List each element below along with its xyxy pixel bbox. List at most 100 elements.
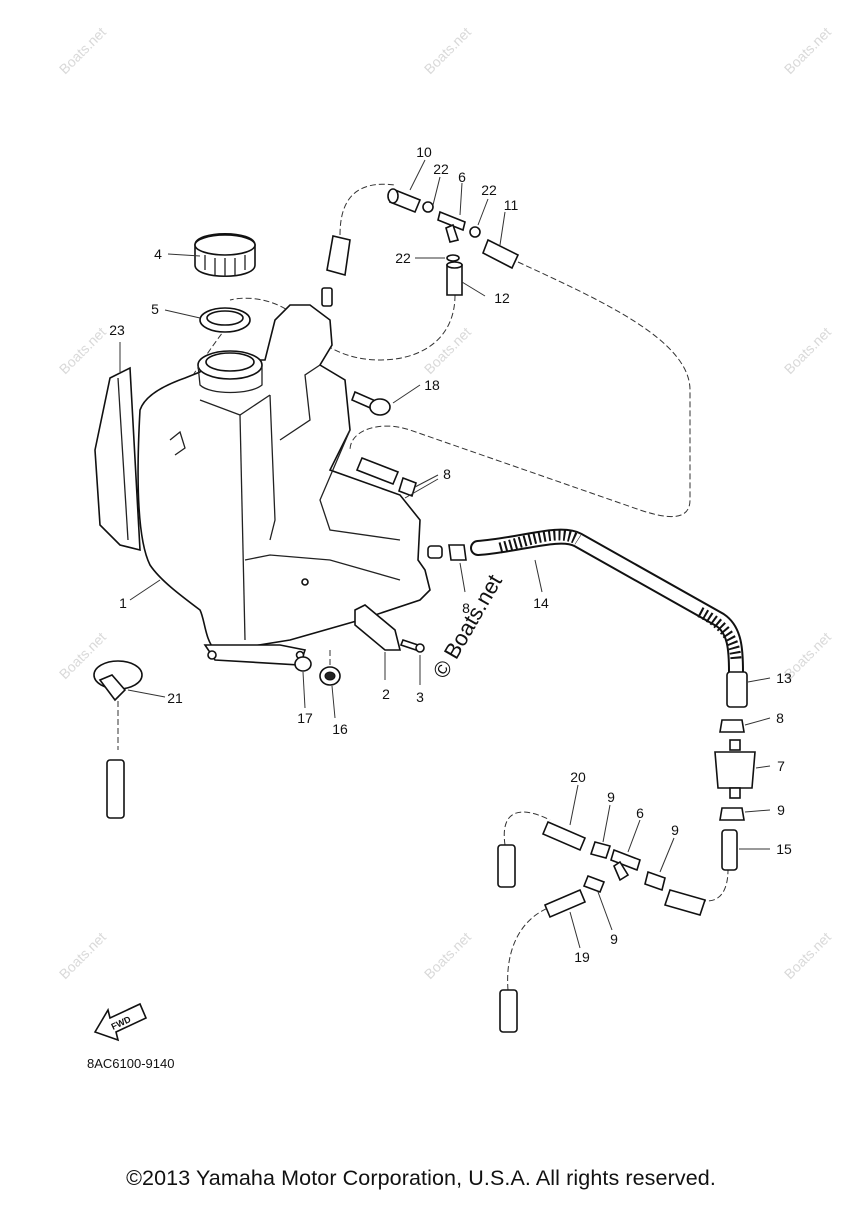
watermark: Boats.net — [781, 929, 834, 982]
heat-shield-edge — [117, 377, 129, 541]
tank-outlet — [427, 545, 443, 559]
hose-ribs — [498, 529, 582, 554]
watermark: Boats.net — [56, 929, 109, 982]
part-label: 7 — [777, 758, 785, 774]
clamp-8 — [398, 476, 417, 498]
fuel-hose — [663, 889, 707, 916]
tee-fitting-6 — [610, 848, 641, 872]
part-label: 23 — [109, 322, 125, 338]
clamp-8 — [448, 544, 467, 561]
part-label: 8 — [776, 710, 784, 726]
fuel-tank — [137, 287, 443, 666]
part-label: 18 — [424, 377, 440, 393]
part-label: 1 — [119, 595, 127, 611]
vent-hose — [326, 235, 351, 277]
part-label: 22 — [395, 250, 411, 266]
part-label: 5 — [151, 301, 159, 317]
copyright-notice: ©2013 Yamaha Motor Corporation, U.S.A. A… — [126, 1166, 716, 1190]
vent-line — [507, 907, 549, 991]
hose-piece — [106, 759, 125, 819]
part-label: 22 — [481, 182, 497, 198]
watermark: Boats.net — [56, 324, 109, 377]
watermark: Boats.net — [421, 324, 474, 377]
tank-edge — [279, 364, 321, 441]
part-label: 9 — [610, 931, 618, 947]
vent-line — [229, 297, 301, 321]
drawing-code: 8AC6100-9140 — [87, 1056, 175, 1071]
clamp-9 — [644, 870, 666, 892]
mounting-lug — [203, 644, 307, 666]
part-labels: 10 22 6 22 11 22 12 4 5 23 18 8 1 8 14 2… — [109, 144, 792, 965]
hose-11 — [481, 238, 520, 270]
clip-22 — [446, 254, 460, 262]
part-label: 20 — [570, 769, 586, 785]
part-label: 4 — [154, 246, 162, 262]
heat-shield — [94, 366, 141, 552]
vent-line — [699, 869, 729, 902]
part-label: 6 — [458, 169, 466, 185]
part-label: 2 — [382, 686, 390, 702]
tee-fitting-6 — [437, 210, 466, 232]
cap-gasket-inner — [206, 310, 244, 326]
part-label: 3 — [416, 689, 424, 705]
part-label: 22 — [433, 161, 449, 177]
cap-grip — [204, 255, 246, 277]
hose-13 — [726, 671, 748, 708]
part-label: 6 — [636, 805, 644, 821]
bolt-18 — [350, 390, 391, 416]
tank-edge — [244, 554, 401, 581]
tank-emblem — [169, 430, 186, 456]
part-label: 17 — [297, 710, 313, 726]
hose-19 — [543, 888, 587, 919]
vent-line — [503, 811, 551, 846]
part-label: 9 — [671, 822, 679, 838]
filler-neck-inner — [205, 352, 255, 372]
clamp-9 — [582, 874, 606, 894]
part-label: 21 — [167, 690, 183, 706]
holder-2 — [354, 604, 402, 651]
overflow-hose — [355, 456, 400, 486]
watermark: Boats.net — [781, 24, 834, 77]
watermark: Boats.net — [421, 929, 474, 982]
tank-edge — [269, 394, 276, 541]
part-label: 14 — [533, 595, 549, 611]
hose-15 — [721, 829, 738, 871]
clamp-8 — [719, 719, 745, 733]
clip-22 — [469, 226, 481, 238]
vent-nipple — [321, 287, 333, 307]
part-label: 10 — [416, 144, 432, 160]
part-label: 8 — [462, 600, 470, 616]
tank-hole — [301, 578, 309, 586]
clip-22 — [422, 201, 434, 213]
clamp-9 — [589, 841, 612, 859]
part-label: 8 — [443, 466, 451, 482]
part-label: 13 — [776, 670, 792, 686]
hose-piece — [499, 989, 518, 1033]
fuel-filter-7 — [714, 739, 756, 799]
hose-piece — [497, 844, 516, 888]
watermark: Boats.net — [781, 324, 834, 377]
grommet-17 — [294, 656, 312, 672]
lug-hole — [207, 650, 217, 660]
hose-20 — [541, 820, 587, 852]
part-label: 16 — [332, 721, 348, 737]
clamp-9 — [719, 807, 745, 821]
tank-edge — [239, 414, 246, 641]
fwd-arrow-icon: FWD — [93, 1002, 148, 1042]
part-label: 9 — [777, 802, 785, 818]
tank-edge — [199, 394, 271, 416]
part-label: 11 — [504, 197, 519, 213]
tank-cap-top — [194, 234, 256, 256]
watermark: Boats.net — [56, 24, 109, 77]
center-watermark: © Boats.net — [428, 570, 507, 682]
lower-tee-assembly — [541, 820, 707, 919]
part-label: 9 — [607, 789, 615, 805]
vent-line — [349, 261, 691, 518]
vent-fittings — [326, 188, 520, 296]
leader-lines — [119, 159, 771, 949]
vent-line — [339, 183, 396, 236]
part-label: 12 — [494, 290, 510, 306]
tank-edge — [319, 429, 401, 541]
